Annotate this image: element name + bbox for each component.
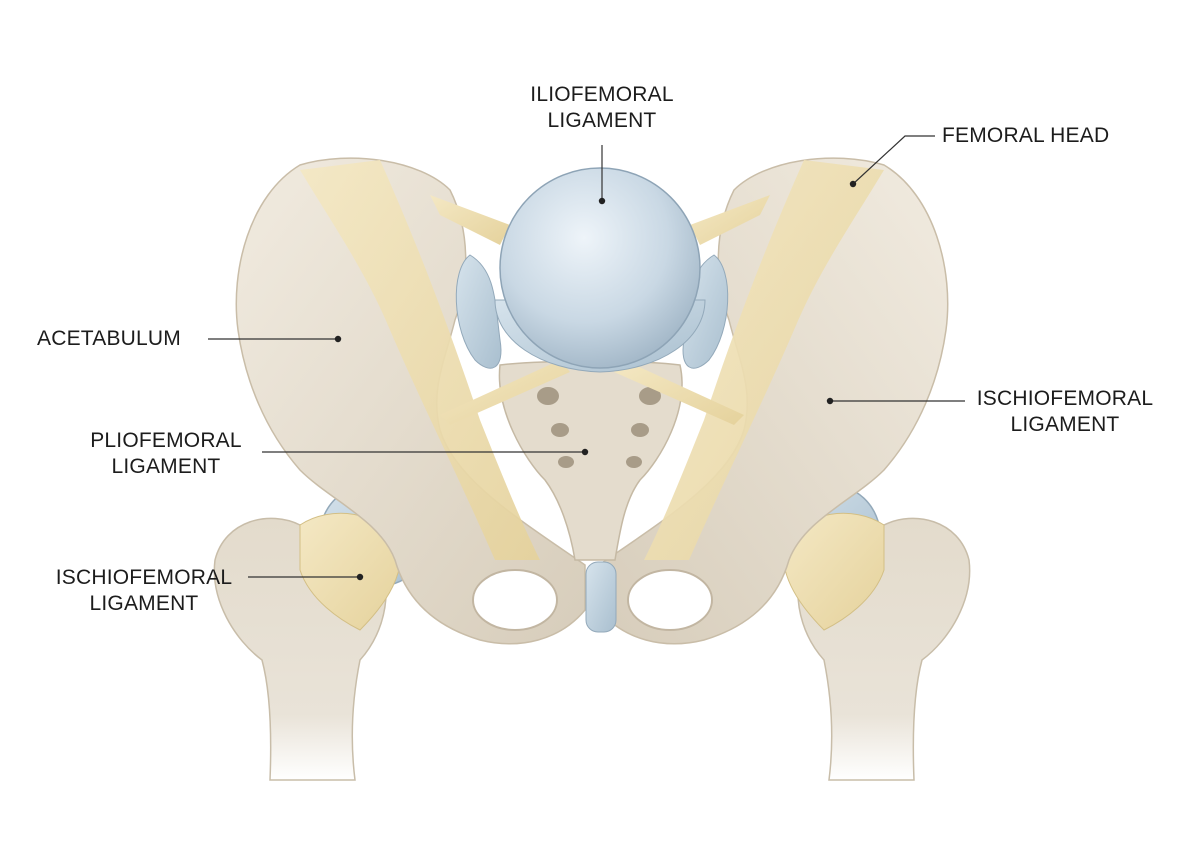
pubic-symphysis (585, 561, 617, 633)
femoral-head-sphere (499, 167, 701, 369)
left-obturator-foramen (472, 569, 558, 631)
label-femoral-head: FEMORAL HEAD (942, 123, 1109, 149)
label-line: ISCHIOFEMORAL (976, 387, 1154, 410)
label-ischiofemoral-ligament-left: ISCHIOFEMORAL LIGAMENT (44, 565, 244, 617)
leader-dots (334, 180, 857, 581)
leader-lines (208, 135, 965, 578)
label-line: LIGAMENT (89, 592, 199, 615)
dot-femoral-head (849, 180, 857, 188)
sacral-foramen (558, 456, 574, 468)
sacral-foramen (551, 423, 569, 437)
label-line: LIGAMENT (1010, 413, 1120, 436)
sacral-foramen (626, 456, 642, 468)
label-iliofemoral-ligament: ILIOFEMORAL LIGAMENT (520, 82, 684, 134)
dot-pliofemoral (581, 448, 589, 456)
dot-ischiofemoral-left (356, 573, 364, 581)
label-line: LIGAMENT (111, 455, 221, 478)
right-obturator-foramen (627, 569, 713, 631)
label-pliofemoral-ligament: PLIOFEMORAL LIGAMENT (80, 428, 252, 480)
left-sacral-ligament (440, 360, 570, 425)
sacral-foramen (631, 423, 649, 437)
label-line: LIGAMENT (547, 109, 657, 132)
label-line: ISCHIOFEMORAL (55, 566, 233, 589)
leader-femoral-head (852, 135, 935, 185)
left-ligament-band (300, 160, 540, 560)
upper-left-ligament (430, 195, 510, 245)
sacral-foramen (537, 387, 559, 405)
label-line: ILIOFEMORAL (530, 83, 674, 106)
label-line: ACETABULUM (37, 327, 181, 350)
sacral-foramen (639, 387, 661, 405)
label-acetabulum: ACETABULUM (37, 326, 181, 352)
dot-acetabulum (334, 335, 342, 343)
left-labrum (455, 254, 502, 369)
dot-iliofemoral (598, 197, 606, 205)
label-ischiofemoral-ligament-right: ISCHIOFEMORAL LIGAMENT (970, 386, 1160, 438)
left-capsule-ligament (299, 512, 402, 631)
label-line: PLIOFEMORAL (90, 429, 242, 452)
dot-ischiofemoral-right (826, 397, 834, 405)
right-ligament-band (644, 160, 884, 560)
upper-right-ligament (690, 195, 770, 245)
right-capsule-ligament (782, 512, 885, 631)
right-sacral-ligament (614, 360, 744, 425)
label-line: FEMORAL HEAD (942, 124, 1110, 147)
